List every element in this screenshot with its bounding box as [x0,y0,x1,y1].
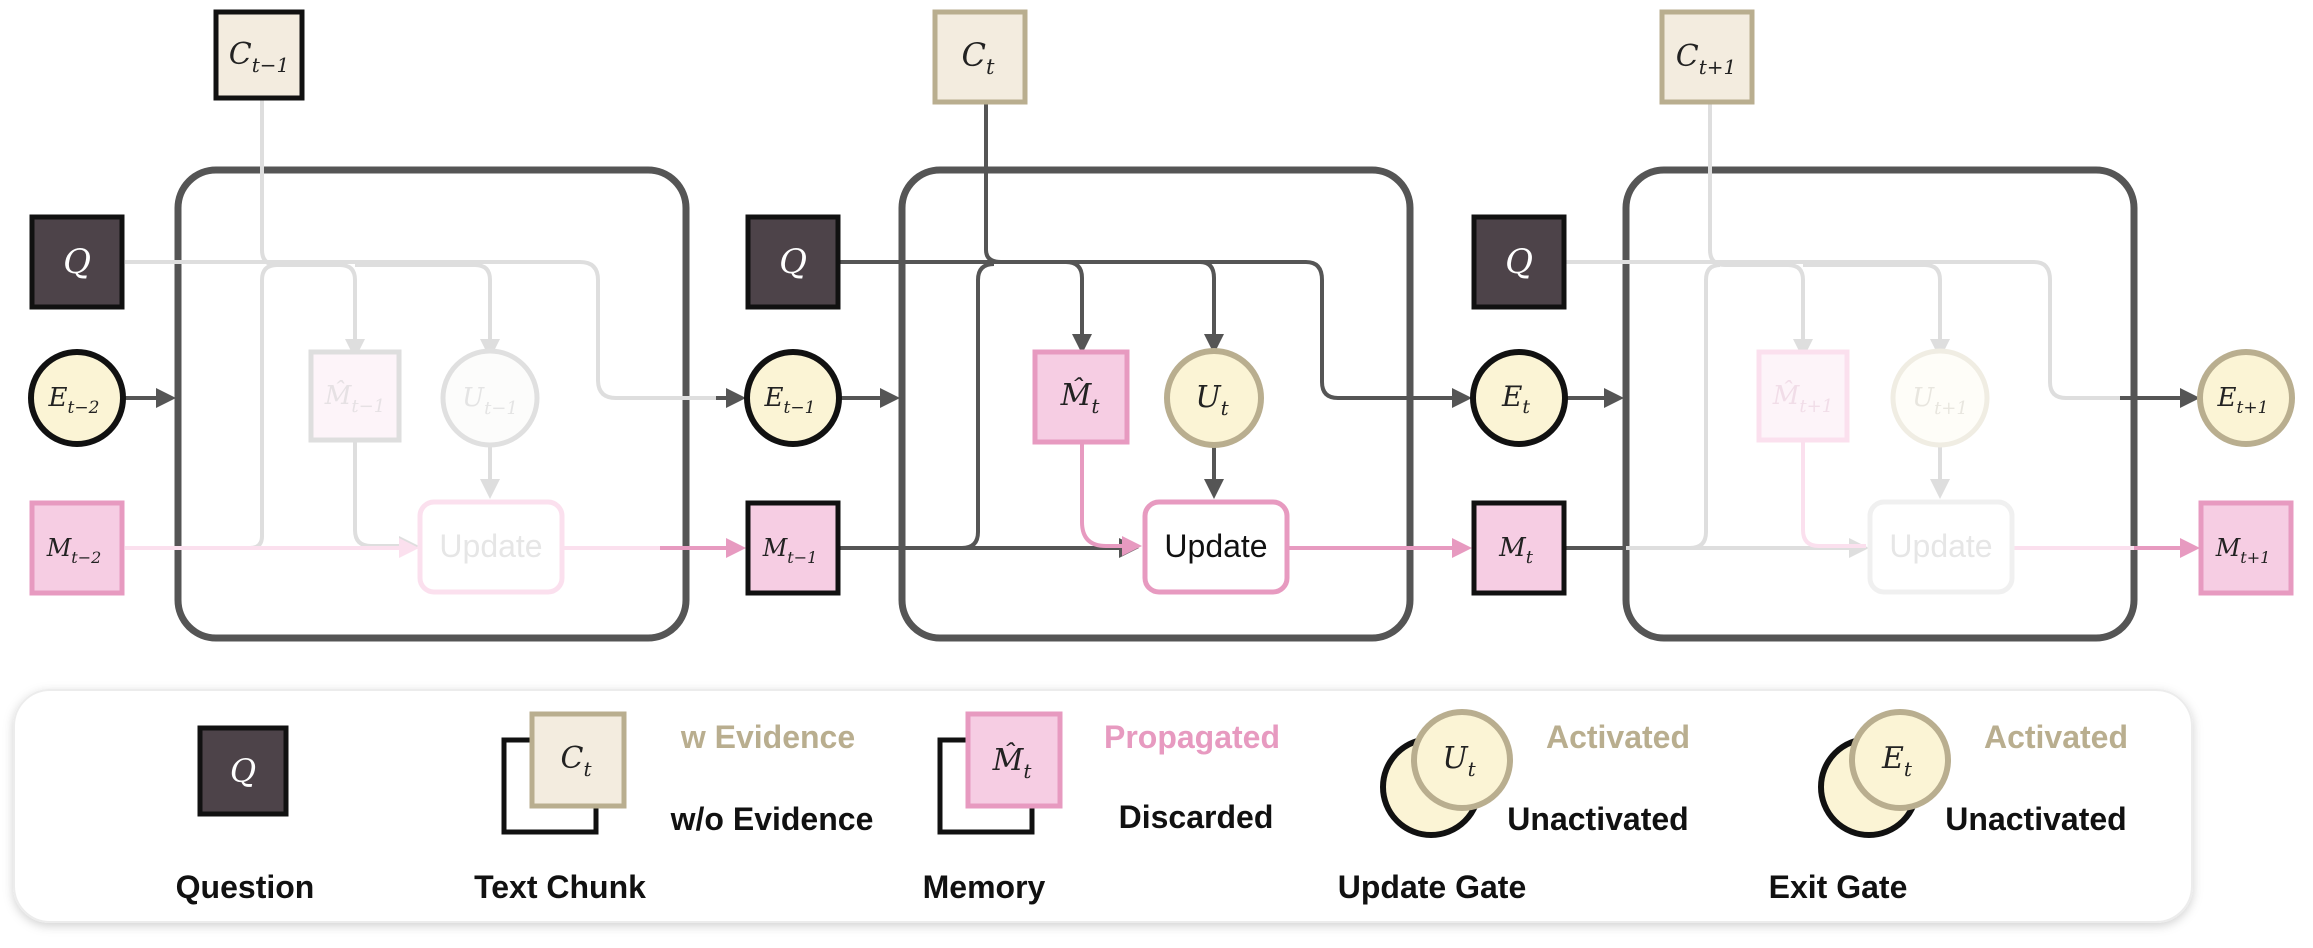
exit-gate-label-tp1: Et+1 [2217,383,2269,418]
update-block-2 [1142,499,1290,595]
text-chunk-label-prev: Ct−1 [229,37,290,77]
step-3-internals: M̂t+1 Ut+1 Update [1565,92,2200,595]
legend-question-symbol [197,725,289,817]
update-gate-node-2 [1164,348,1264,448]
text-chunk-label-cur: Ct [962,36,995,79]
exit-gate-node-tp1 [2197,349,2295,447]
text-chunk-node-next [1659,9,1755,105]
legend-update-front-symbol [1411,709,1513,811]
update-gate-label-2: Ut [1195,380,1229,420]
memory-label-tm2: Mt−2 [46,534,102,567]
question-label-3: Q [1505,242,1533,282]
question-node-2 [745,214,841,310]
memory-node-tm1 [745,500,841,596]
legend-chunk-glyph: Ct [560,741,592,781]
legend-chunk-active: w Evidence [680,719,855,755]
exit-gate-label-tm2: Et−2 [48,383,100,418]
text-chunk-node-prev [213,9,305,101]
memory-label-tm1: Mt−1 [762,534,818,567]
update-gate-label-3: Ut+1 [1912,383,1968,419]
exit-gate-node-tm1 [744,349,842,447]
step-panel-2 [898,166,1414,642]
question-node-1 [29,214,125,310]
question-node-3 [1471,214,1567,310]
legend-exit-label: Exit Gate [1769,869,1908,905]
memory-node-tm2 [29,500,125,596]
memory-candidate-node-3 [1756,349,1850,443]
legend-memory-glyph: M̂t [992,743,1033,783]
step-panel-3 [1622,166,2138,642]
legend-memory-front-symbol [965,711,1063,809]
text-chunk-label-next: Ct+1 [1676,39,1737,79]
question-label-1: Q [63,242,91,282]
memory-candidate-label-1: M̂t−1 [324,380,385,417]
legend-memory-label: Memory [923,869,1046,905]
legend-chunk-label: Text Chunk [474,869,646,905]
legend-update-inactive: Unactivated [1507,801,1688,837]
update-gate-node-3 [1890,348,1990,448]
question-label-2: Q [779,242,807,282]
memory-label-tp1: Mt+1 [2215,534,2271,567]
update-block-label-1: Update [439,528,542,564]
update-block-label-2: Update [1164,528,1267,564]
legend-chunk-inactive: w/o Evidence [670,801,874,837]
legend-chunk-front-symbol [529,711,627,809]
legend-question-label: Question [176,869,315,905]
memory-candidate-node-1 [308,349,402,443]
update-gate-node-1 [440,348,540,448]
update-gate-label-1: Ut−1 [462,383,518,419]
step-2-internals: M̂t Ut Update [840,92,1472,595]
exit-gate-node-tm2 [28,349,126,447]
legend-update-active: Activated [1546,719,1690,755]
legend-exit-active: Activated [1984,719,2128,755]
update-block-1 [417,499,565,595]
memory-label-t: Mt [1498,533,1534,568]
legend-update-glyph: Ut [1442,741,1476,781]
exit-gate-node-t [1470,349,1568,447]
memory-candidate-label-2: M̂t [1060,378,1101,418]
legend-memory-inactive: Discarded [1119,799,1274,835]
legend: Q Question Ct w Evidence w/o Evidence Te… [13,689,2193,923]
legend-question-glyph: Q [230,752,256,790]
legend-exit-glyph: Et [1881,741,1913,781]
memory-node-t [1471,500,1567,596]
text-chunk-node-cur [932,9,1028,105]
exit-gate-label-tm1: Et−1 [764,383,816,418]
update-block-label-3: Update [1889,528,1992,564]
exit-gate-label-t: Et [1501,380,1530,418]
legend-update-label: Update Gate [1338,869,1526,905]
memory-node-tp1 [2198,500,2294,596]
update-block-3 [1867,499,2015,595]
step-panel-1 [174,166,690,642]
memory-candidate-label-3: M̂t+1 [1772,380,1833,417]
memory-candidate-node-2 [1032,349,1130,445]
legend-exit-front-symbol [1849,709,1951,811]
legend-memory-active: Propagated [1104,719,1280,755]
legend-exit-inactive: Unactivated [1945,801,2126,837]
